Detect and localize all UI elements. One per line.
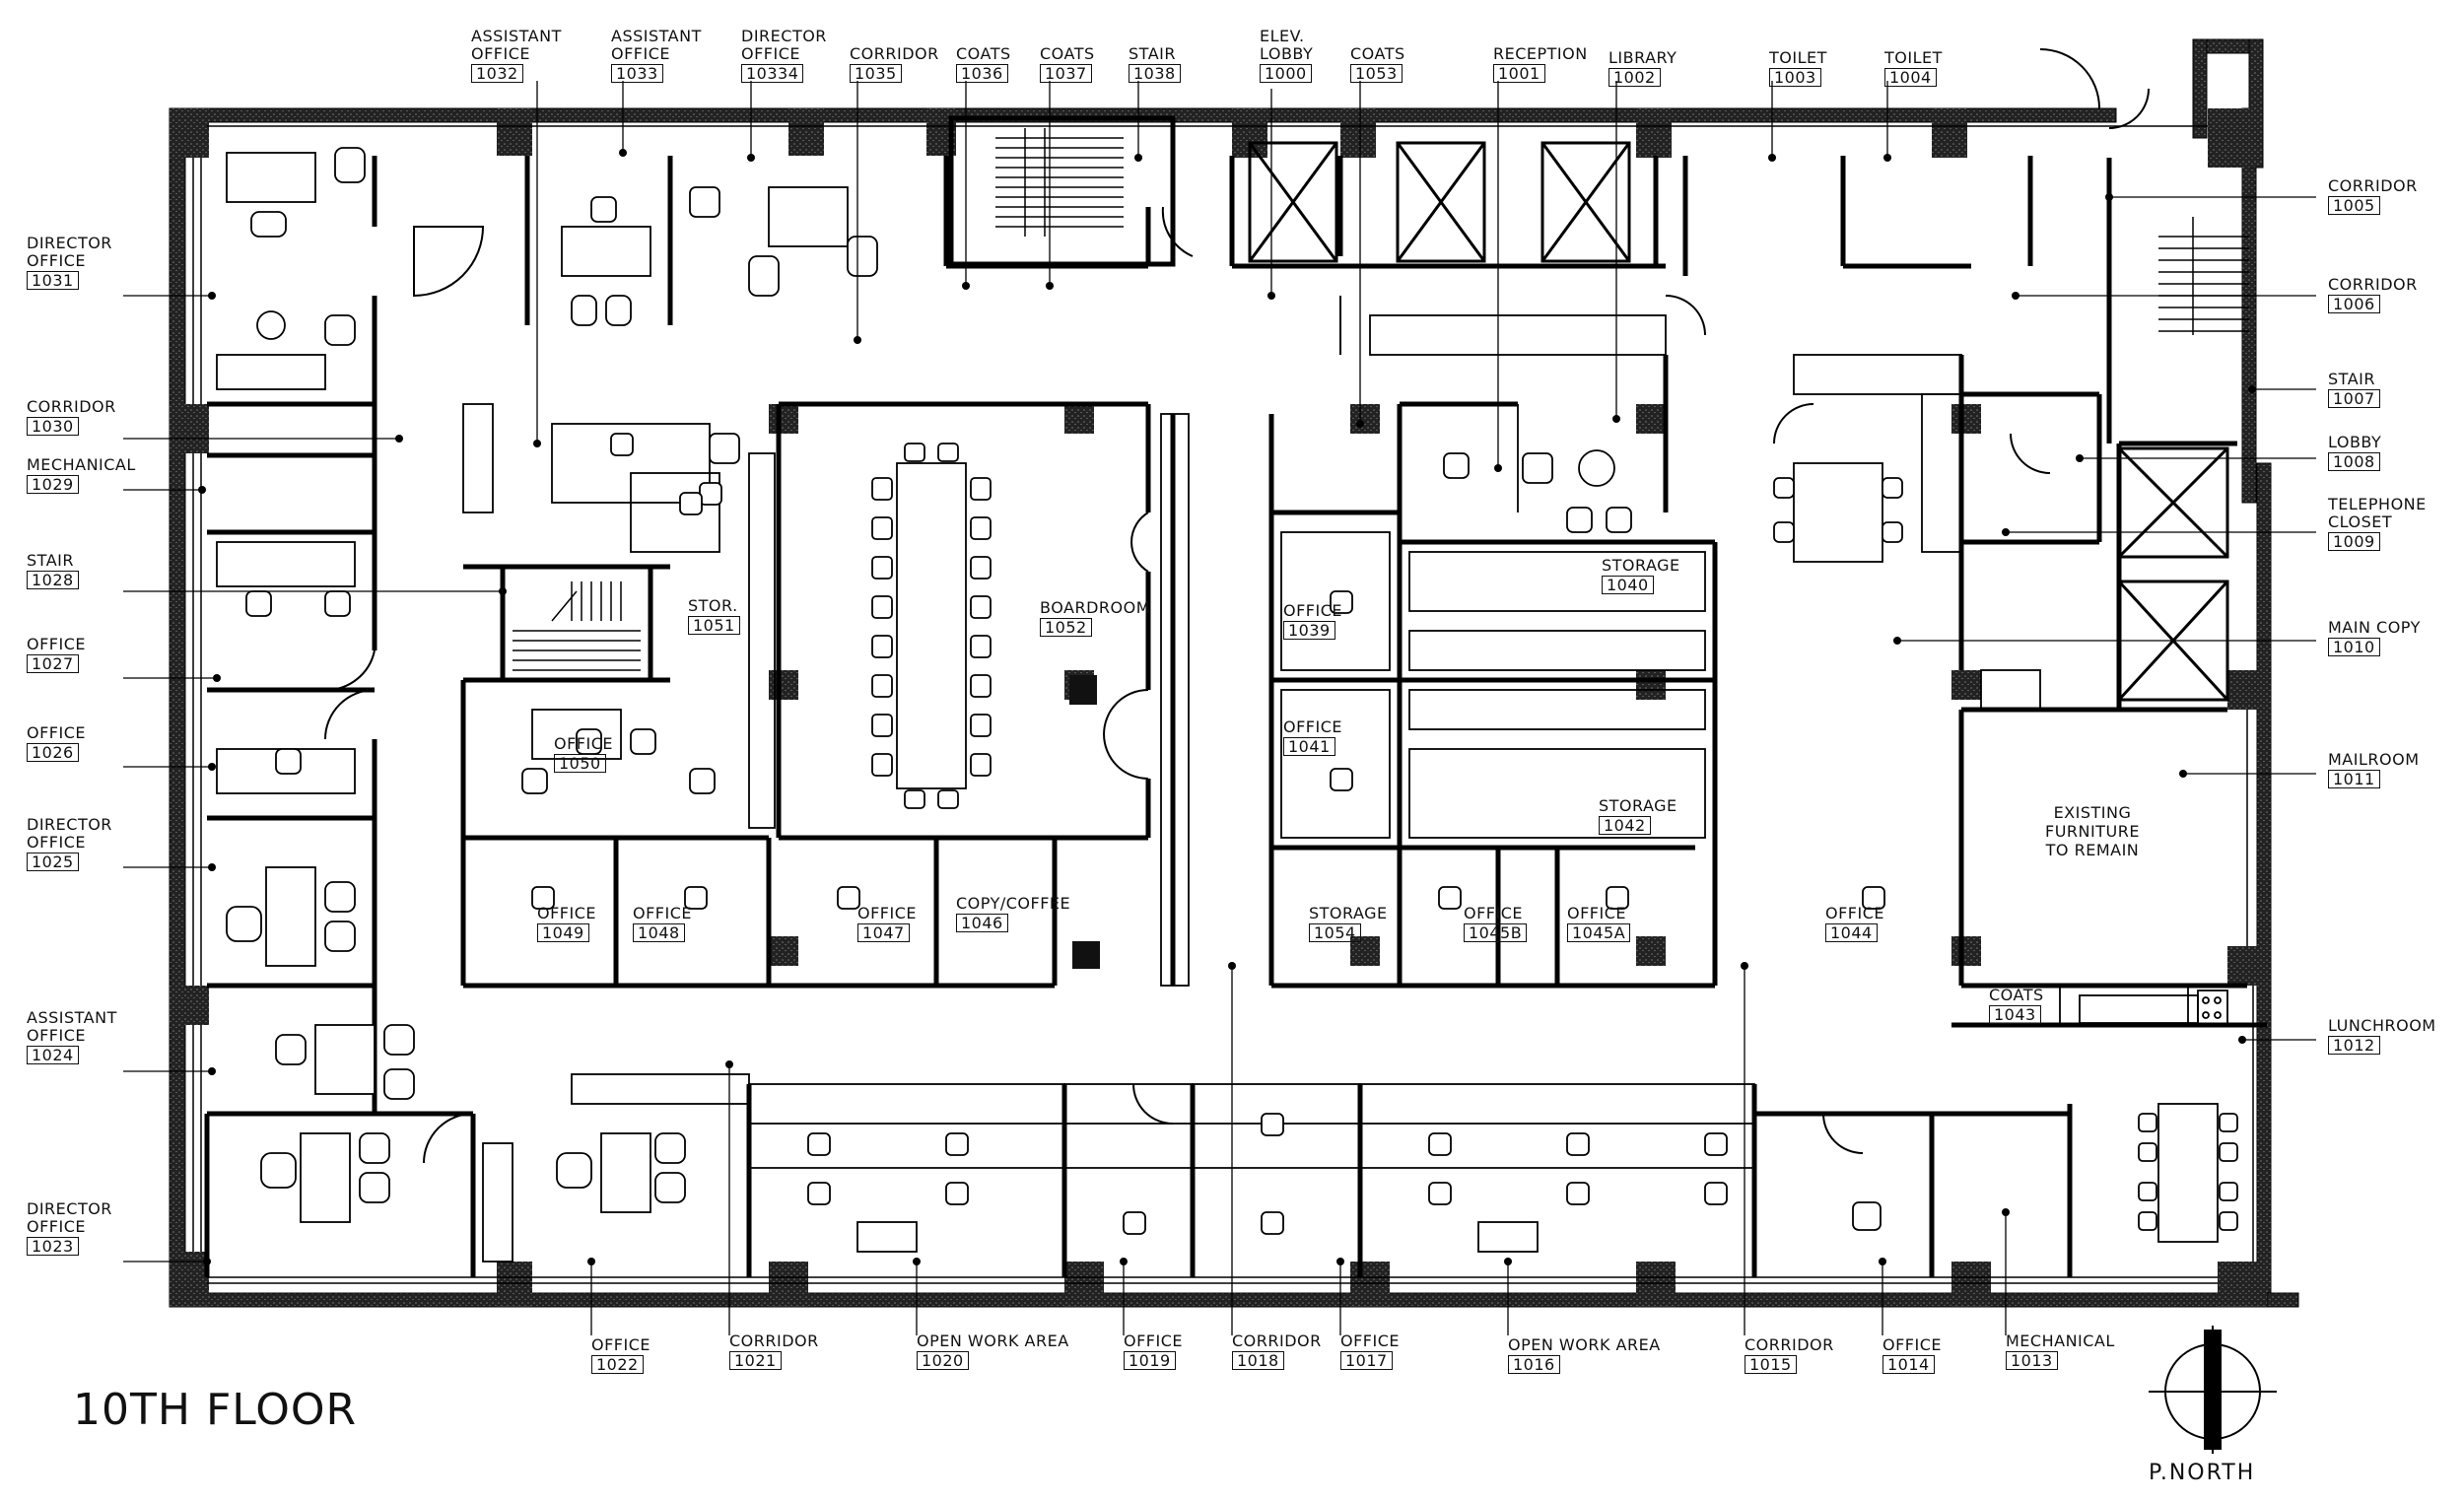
door-swings [324,48,2150,1164]
leader-lines [123,81,2316,1335]
room-label: STOR.1051 [688,596,740,635]
kitchenette [2079,990,2228,1026]
stairs [513,128,2249,671]
existing-furniture-note: EXISTING FURNITURE TO REMAIN [2045,803,2140,859]
furniture [216,147,2238,1243]
partitions [462,314,2189,1263]
north-label: P.NORTH [2149,1461,2256,1485]
leader-dots [198,149,2256,1265]
elevator-shafts [1248,141,2229,702]
floor-title: 10TH FLOOR [73,1385,358,1435]
interior-columns [1069,675,1100,969]
columns [170,108,2269,1307]
north-arrow-icon [2149,1326,2277,1454]
windows [192,125,2254,1284]
